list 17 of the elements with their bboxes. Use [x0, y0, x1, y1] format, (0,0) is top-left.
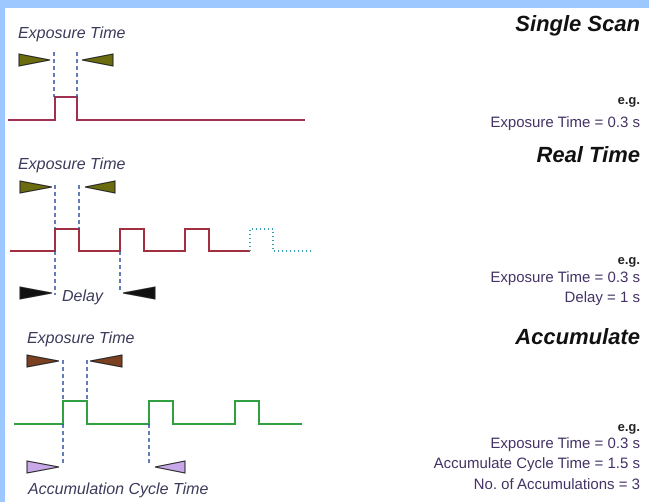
mode-heading: Single Scan: [515, 13, 640, 35]
example-label: e.g.: [618, 420, 640, 433]
timing-caption: Exposure Time: [18, 157, 126, 173]
timing-caption: Delay: [62, 289, 103, 305]
parameter-value: Exposure Time = 0.3 s: [490, 115, 640, 130]
parameter-value: Delay = 1 s: [564, 290, 640, 305]
parameter-value: No. of Accumulations = 3: [474, 477, 640, 492]
timing-caption: Accumulation Cycle Time: [28, 482, 208, 498]
parameter-value: Accumulate Cycle Time = 1.5 s: [434, 456, 640, 471]
mode-heading: Real Time: [536, 144, 640, 166]
timing-caption: Exposure Time: [27, 331, 134, 347]
example-label: e.g.: [618, 253, 640, 266]
timing-caption: Exposure Time: [18, 26, 126, 42]
parameter-value: Exposure Time = 0.3 s: [490, 270, 640, 285]
mode-heading: Accumulate: [515, 326, 640, 348]
parameter-value: Exposure Time = 0.3 s: [490, 436, 640, 451]
example-label: e.g.: [618, 93, 640, 106]
